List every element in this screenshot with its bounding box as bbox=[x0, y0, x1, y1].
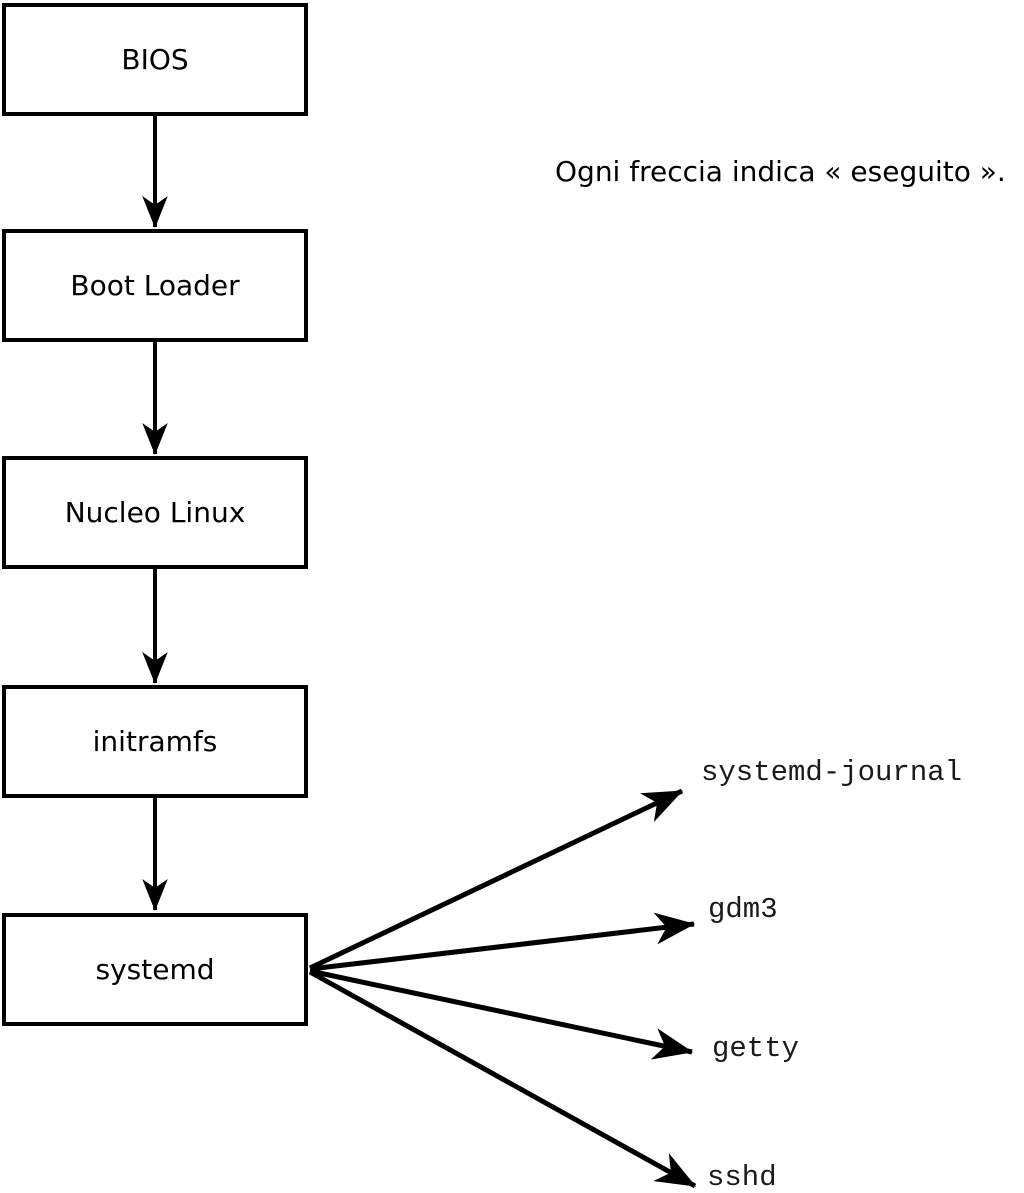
node-nucleo-linux-label: Nucleo Linux bbox=[64, 496, 246, 529]
node-boot-loader: Boot Loader bbox=[2, 229, 308, 342]
node-boot-loader-label: Boot Loader bbox=[70, 269, 240, 302]
node-nucleo-linux: Nucleo Linux bbox=[2, 456, 308, 569]
service-label-getty: getty bbox=[712, 1032, 800, 1065]
arrow-systemd-to-systemd-journal bbox=[308, 788, 684, 971]
arrow-systemd-to-sshd bbox=[308, 969, 697, 1189]
service-label-sshd: sshd bbox=[707, 1161, 777, 1193]
service-label-systemd-journal: systemd-journal bbox=[701, 756, 963, 789]
node-systemd: systemd bbox=[2, 913, 308, 1026]
node-initramfs-label: initramfs bbox=[92, 725, 218, 758]
node-bios-label: BIOS bbox=[121, 43, 189, 76]
node-systemd-label: systemd bbox=[95, 953, 215, 986]
service-label-gdm3: gdm3 bbox=[708, 893, 778, 926]
arrow-systemd-to-getty bbox=[309, 968, 694, 1060]
node-initramfs: initramfs bbox=[2, 685, 308, 798]
caption: Ogni freccia indica « eseguito ». bbox=[555, 155, 1006, 188]
node-bios: BIOS bbox=[2, 3, 308, 116]
arrow-systemd-to-gdm3 bbox=[309, 912, 696, 972]
